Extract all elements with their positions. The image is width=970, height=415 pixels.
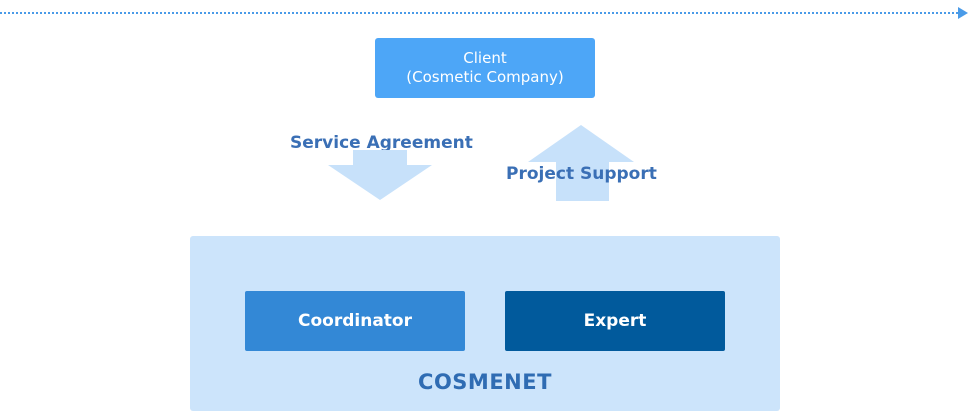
coordinator-box: Coordinator xyxy=(245,291,465,351)
up-arrow-icon xyxy=(528,125,634,201)
service-agreement-label: Service Agreement xyxy=(290,133,473,153)
cosmenet-label: COSMENET xyxy=(418,370,552,394)
project-support-label: Project Support xyxy=(506,164,657,184)
expert-label: Expert xyxy=(583,311,647,331)
client-box: Client (Cosmetic Company) xyxy=(375,38,595,98)
client-title: Client xyxy=(463,49,507,67)
coordinator-label: Coordinator xyxy=(298,311,412,331)
expert-box: Expert xyxy=(505,291,725,351)
client-subtitle: (Cosmetic Company) xyxy=(406,68,564,86)
timeline-arrowhead-icon xyxy=(958,7,968,19)
down-arrow-icon xyxy=(328,150,432,200)
timeline-dotted-line xyxy=(0,12,958,14)
